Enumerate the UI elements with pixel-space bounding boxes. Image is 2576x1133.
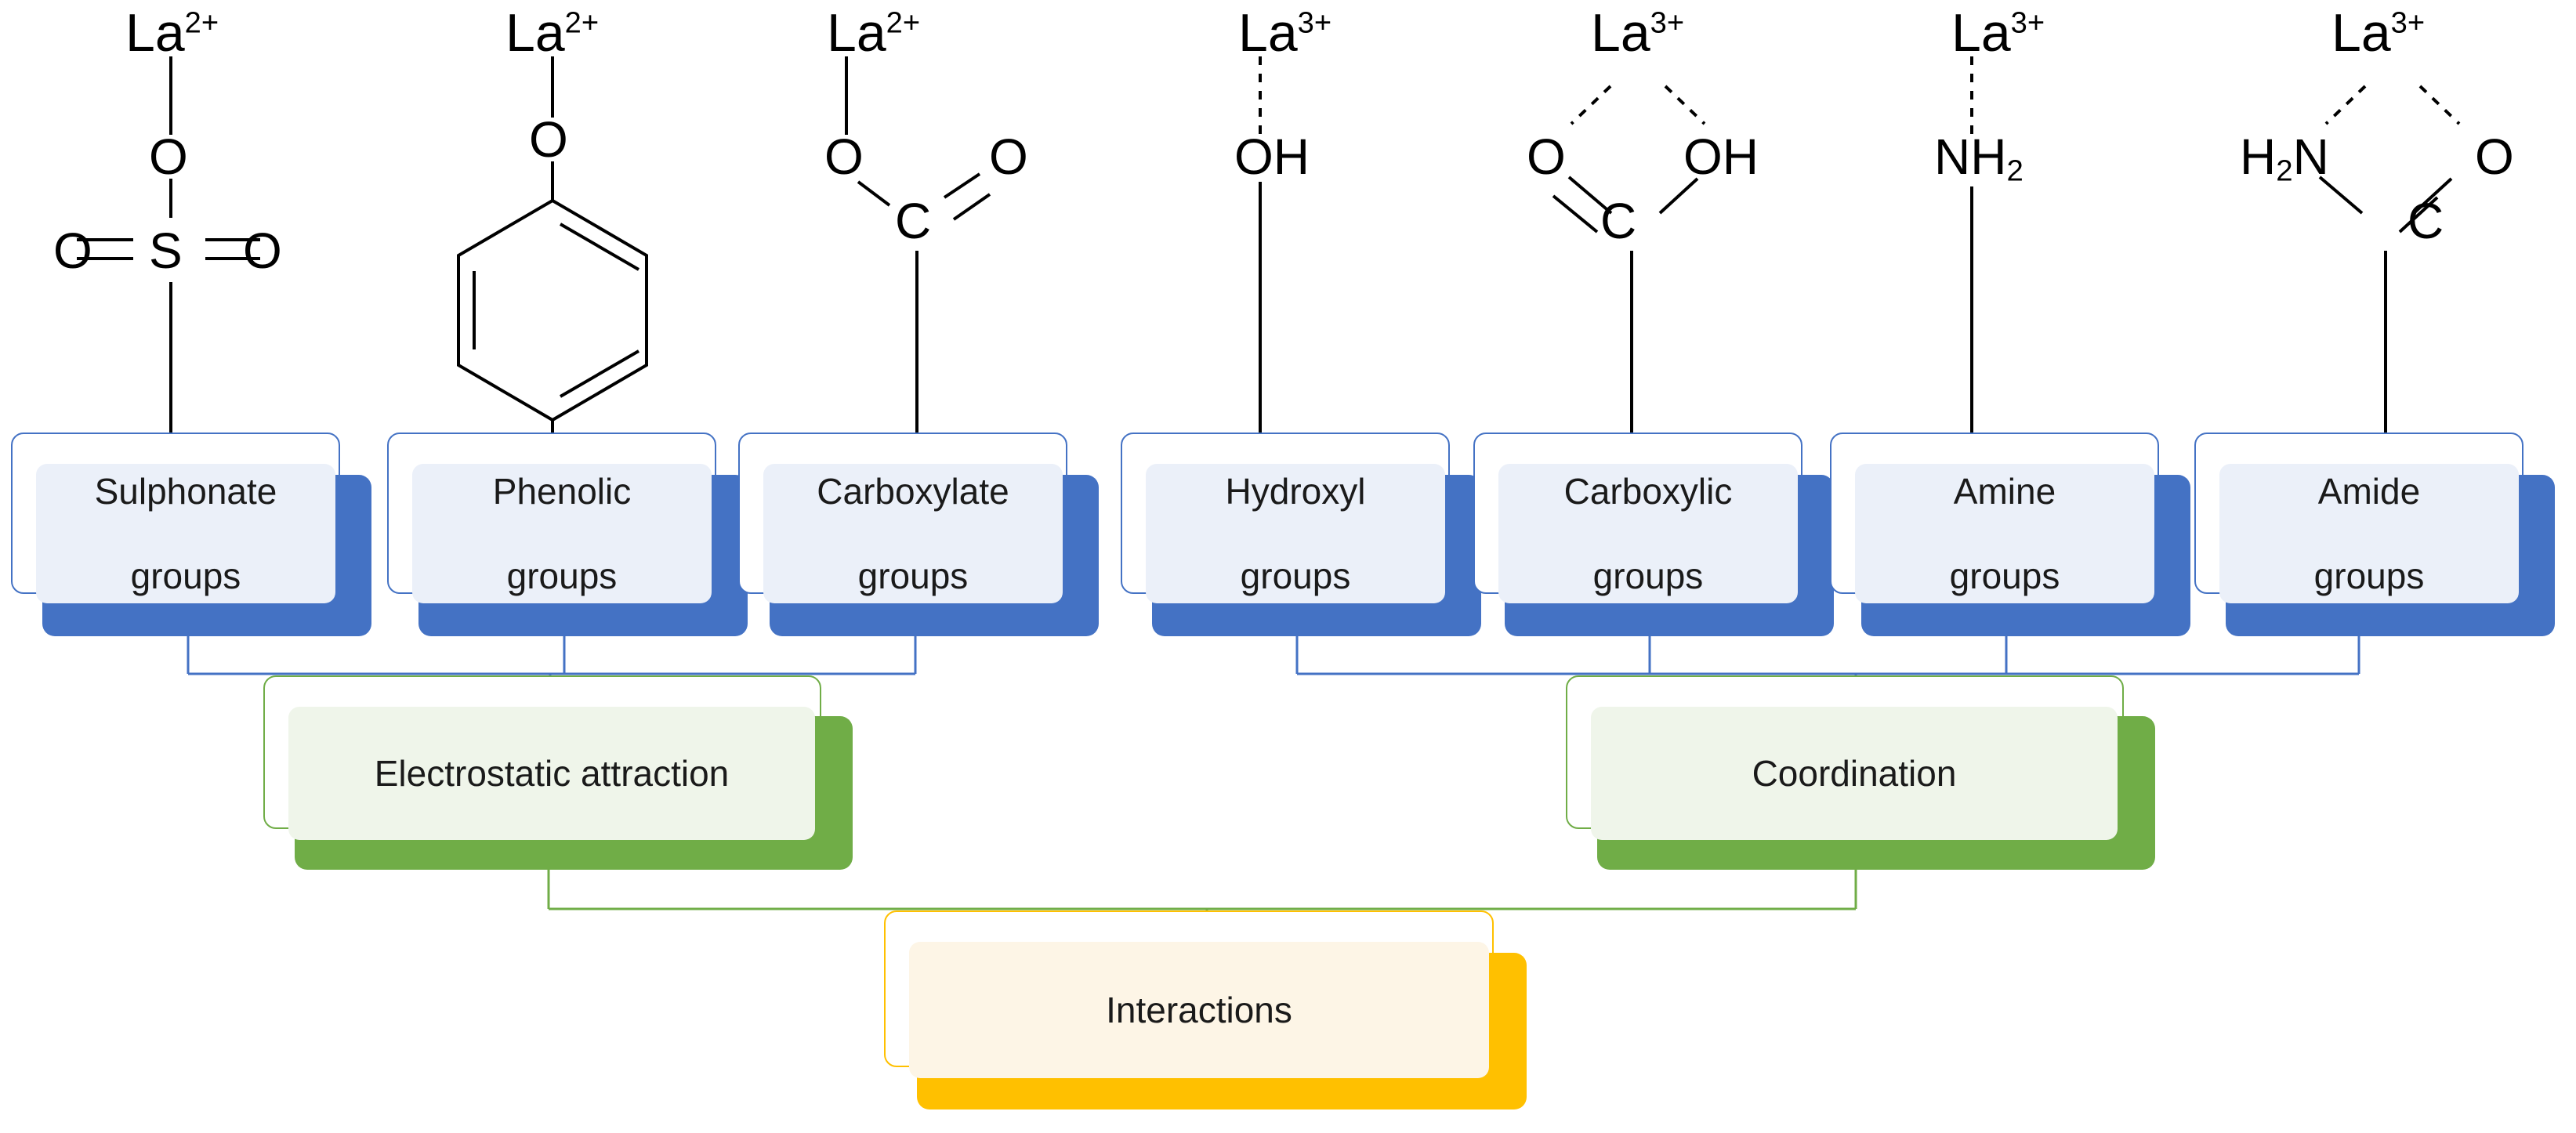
bonds-carboxylic (1552, 85, 1706, 436)
node-face: Interactions (909, 942, 1489, 1078)
atom-label-c: C (1600, 193, 1637, 249)
bonds-hydroxyl (1259, 56, 1262, 436)
atom-label-la: La3+ (2331, 3, 2426, 63)
group-label-line2: groups (130, 556, 241, 597)
atom-label-oh: OH (1683, 129, 1759, 185)
node-face: Phenolic groups (412, 464, 712, 603)
group-label-line1: Amine (1953, 470, 2056, 512)
atom-label-c: C (2408, 193, 2444, 249)
node-face: Carboxylic groups (1498, 464, 1798, 603)
group-node-carboxylate[interactable]: Carboxylate groups (738, 433, 1099, 636)
atom-label-o-right: O (989, 129, 1028, 185)
bonds-amide (2318, 85, 2461, 436)
atom-label-o-left: O (53, 223, 92, 279)
group-label-line1: Carboxylate (817, 470, 1009, 512)
node-face: Amine groups (1855, 464, 2154, 603)
mechanism-label: Coordination (1752, 752, 1957, 794)
group-node-sulphonate[interactable]: Sulphonate groups (11, 433, 371, 636)
root-node-interactions[interactable]: Interactions (884, 910, 1527, 1114)
atom-label-c: C (895, 193, 932, 249)
node-face: Coordination (1591, 707, 2118, 840)
group-label-line1: Hydroxyl (1225, 470, 1366, 512)
atom-label-la: La2+ (827, 3, 921, 63)
group-label-line2: groups (2313, 556, 2425, 597)
group-label-line2: groups (1949, 556, 2060, 597)
node-face: Amide groups (2219, 464, 2519, 603)
mechanism-node-coordination[interactable]: Coordination (1566, 675, 2155, 871)
bonds-sulphonate (77, 56, 260, 436)
group-node-amine[interactable]: Amine groups (1830, 433, 2190, 636)
group-label-line2: groups (1592, 556, 1704, 597)
atom-label-o-right: O (243, 223, 282, 279)
bonds-amine (1970, 56, 1973, 436)
group-label-line1: Carboxylic (1563, 470, 1733, 512)
root-label: Interactions (1106, 989, 1292, 1030)
node-face: Sulphonate groups (36, 464, 335, 603)
group-node-amide[interactable]: Amide groups (2194, 433, 2555, 636)
group-label-line2: groups (857, 556, 969, 597)
atom-label-o-left: O (824, 129, 864, 185)
atom-label-o: O (1527, 129, 1566, 185)
bonds-carboxylate (845, 56, 991, 436)
mechanism-label: Electrostatic attraction (374, 752, 730, 794)
group-label-line1: Sulphonate (94, 470, 277, 512)
atom-label-la: La3+ (1238, 3, 1332, 63)
atom-label-o-top: O (149, 129, 188, 185)
bracket-coordination (1295, 636, 2360, 715)
group-label-line2: groups (1240, 556, 1351, 597)
group-node-phenolic[interactable]: Phenolic groups (387, 433, 748, 636)
node-face: Electrostatic attraction (288, 707, 815, 840)
atom-label-la: La3+ (1591, 3, 1685, 63)
group-node-carboxylic[interactable]: Carboxylic groups (1473, 433, 1834, 636)
atom-label-oh: OH (1234, 129, 1310, 185)
atom-label-la: La3+ (1951, 3, 2045, 63)
atom-label-o: O (529, 111, 568, 168)
node-face: Hydroxyl groups (1146, 464, 1445, 603)
mechanism-node-electrostatic[interactable]: Electrostatic attraction (263, 675, 853, 871)
atom-label-la: La2+ (505, 3, 600, 63)
atom-label-o: O (2475, 129, 2514, 185)
atom-label-s: S (149, 223, 183, 279)
group-label-line1: Phenolic (492, 470, 632, 512)
atom-label-nh2: NH2 (1934, 129, 2023, 188)
node-face: Carboxylate groups (763, 464, 1063, 603)
group-label-line1: Amide (2317, 470, 2421, 512)
atom-label-la: La2+ (125, 3, 219, 63)
group-label-line2: groups (506, 556, 618, 597)
atom-label-h2n: H2N (2240, 129, 2329, 188)
group-node-hydroxyl[interactable]: Hydroxyl groups (1121, 433, 1481, 636)
